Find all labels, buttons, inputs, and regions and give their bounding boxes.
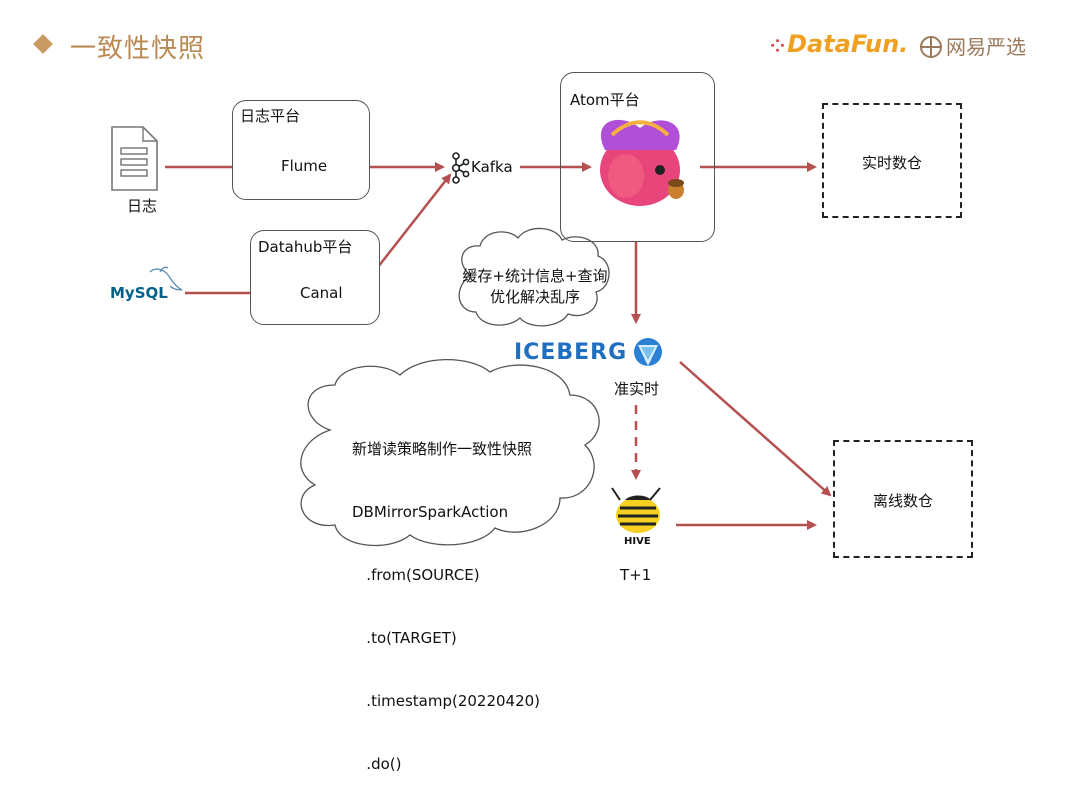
offline-warehouse-box bbox=[833, 440, 973, 558]
netease-logo-text: 网易严选 bbox=[946, 35, 1026, 59]
realtime-warehouse-label: 实时数仓 bbox=[861, 154, 922, 172]
near-realtime-label: 准实时 bbox=[614, 380, 660, 398]
log-platform-box bbox=[232, 100, 370, 200]
iceberg-logo-text: ICEBERG bbox=[514, 340, 628, 365]
strategy-line-3: .from(SOURCE) bbox=[352, 566, 480, 584]
datahub-platform-title: Datahub平台 bbox=[258, 238, 353, 256]
flink-squirrel-icon bbox=[600, 119, 684, 206]
realtime-warehouse-box bbox=[822, 103, 962, 218]
connector-layer bbox=[111, 119, 832, 547]
strategy-cloud-shape bbox=[300, 358, 600, 547]
arrow-iceberg-to-offline bbox=[679, 361, 832, 497]
strategy-line-4: .to(TARGET) bbox=[352, 629, 457, 647]
datafun-logo-text: DataFun. bbox=[787, 30, 909, 58]
mysql-dolphin-icon bbox=[149, 266, 183, 291]
netease-logo-icon bbox=[920, 36, 942, 58]
mysql-logo: MySQL bbox=[110, 284, 168, 302]
flume-label: Flume bbox=[281, 157, 328, 175]
hive-logo-text: HIVE bbox=[624, 536, 651, 547]
hive-bee-icon bbox=[611, 487, 661, 533]
strategy-cloud-text: 新增读策略制作一致性快照 DBMirrorSparkAction .from(S… bbox=[352, 397, 540, 796]
strategy-line-6: .do() bbox=[352, 755, 402, 773]
atom-platform-title: Atom平台 bbox=[570, 91, 640, 109]
atom-platform-box bbox=[560, 72, 715, 242]
page-title: 一致性快照 bbox=[70, 34, 206, 64]
log-file-icon bbox=[111, 126, 158, 191]
cache-cloud-line1: 缓存+统计信息+查询 bbox=[462, 267, 608, 285]
netease-yanxuan-logo: 网易严选 bbox=[920, 31, 1026, 60]
datahub-platform-box bbox=[250, 230, 380, 325]
t-plus-1-label: T+1 bbox=[620, 566, 652, 584]
canal-label: Canal bbox=[300, 284, 343, 302]
iceberg-globe-icon bbox=[634, 338, 662, 366]
offline-warehouse-label: 离线数仓 bbox=[872, 492, 933, 510]
kafka-icon bbox=[451, 152, 470, 184]
log-file-label: 日志 bbox=[127, 197, 158, 215]
strategy-line-1: 新增读策略制作一致性快照 bbox=[352, 440, 533, 458]
kafka-label: Kafka bbox=[471, 158, 513, 176]
datafun-logo: ⁘DataFun. bbox=[770, 30, 909, 58]
strategy-line-5: .timestamp(20220420) bbox=[352, 692, 541, 710]
cache-cloud-shape bbox=[458, 227, 610, 327]
log-platform-title: 日志平台 bbox=[240, 107, 301, 125]
strategy-line-2: DBMirrorSparkAction bbox=[352, 503, 509, 521]
cache-cloud-line2: 优化解决乱序 bbox=[489, 288, 580, 306]
